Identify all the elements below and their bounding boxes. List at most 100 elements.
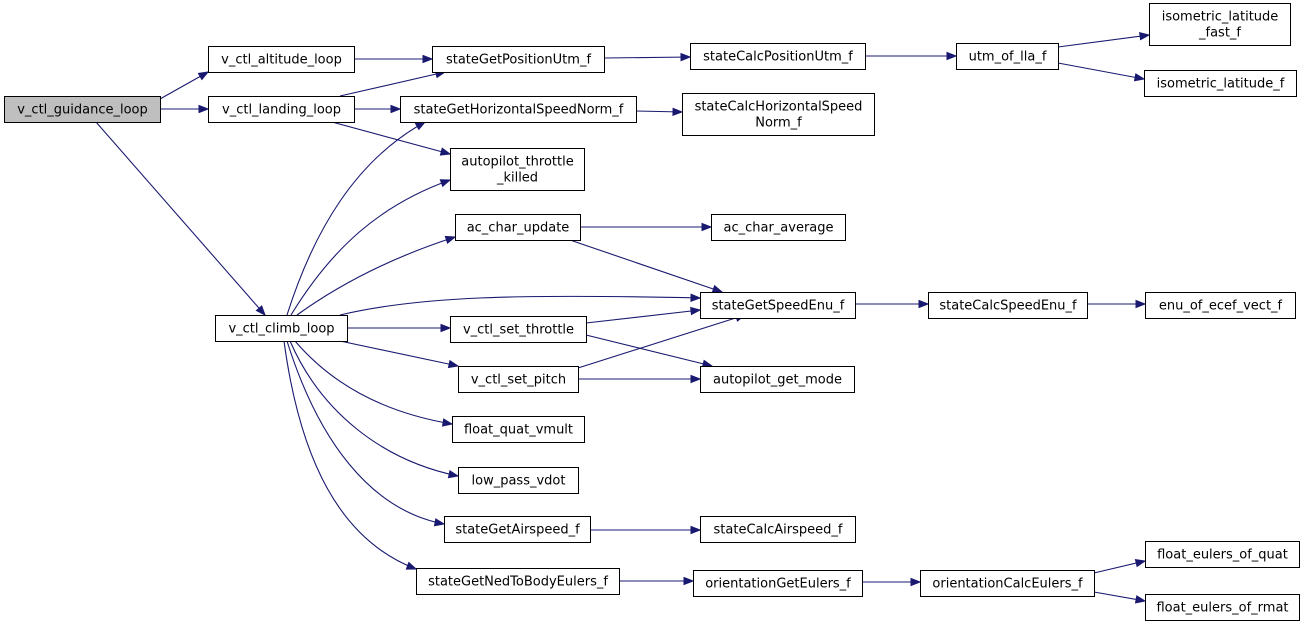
node-box[interactable] bbox=[1145, 292, 1296, 319]
node-autopilot_get_mode[interactable]: autopilot_get_mode bbox=[700, 366, 855, 393]
arrow-head bbox=[414, 121, 427, 131]
node-stateGetAirspeed_f[interactable]: stateGetAirspeed_f bbox=[444, 516, 591, 543]
node-stateGetNedToBodyEulers_f[interactable]: stateGetNedToBodyEulers_f bbox=[416, 568, 620, 595]
node-label: utm_of_lla_f bbox=[969, 50, 1047, 65]
node-box[interactable] bbox=[690, 43, 866, 70]
arrow-head bbox=[683, 576, 695, 586]
node-box[interactable] bbox=[208, 96, 355, 123]
arrow-head bbox=[1139, 32, 1151, 41]
arrow-head bbox=[433, 518, 446, 527]
node-label: low_pass_vdot bbox=[472, 474, 566, 489]
node-box[interactable] bbox=[452, 416, 585, 443]
node-box[interactable] bbox=[444, 516, 591, 543]
edge-v_ctl_climb_loop-to-stateGetAirspeed_f bbox=[286, 340, 446, 527]
node-v_ctl_set_throttle[interactable]: v_ctl_set_throttle bbox=[450, 316, 587, 343]
node-float_quat_vmult[interactable]: float_quat_vmult bbox=[452, 416, 585, 443]
node-label: Norm_f bbox=[755, 116, 802, 131]
edge-v_ctl_climb_loop-to-v_ctl_set_throttle bbox=[347, 323, 452, 333]
node-label: v_ctl_climb_loop bbox=[228, 322, 334, 337]
node-box[interactable] bbox=[1149, 3, 1291, 46]
node-label: stateGetAirspeed_f bbox=[455, 523, 580, 538]
node-box[interactable] bbox=[956, 43, 1059, 70]
node-enu_of_ecef_vect_f[interactable]: enu_of_ecef_vect_f bbox=[1145, 292, 1296, 319]
arrow-head bbox=[197, 71, 210, 81]
edge-stateCalcPositionUtm_f-to-utm_of_lla_f bbox=[865, 51, 958, 61]
node-stateCalcSpeedEnu_f[interactable]: stateCalcSpeedEnu_f bbox=[928, 292, 1088, 319]
node-v_ctl_landing_loop[interactable]: v_ctl_landing_loop bbox=[208, 96, 355, 123]
node-low_pass_vdot[interactable]: low_pass_vdot bbox=[458, 467, 579, 494]
edge-stateGetNedToBodyEulers_f-to-orientationGetEulers_f bbox=[619, 576, 695, 586]
node-box[interactable] bbox=[458, 467, 579, 494]
node-stateCalcAirspeed_f[interactable]: stateCalcAirspeed_f bbox=[700, 516, 856, 543]
node-float_eulers_of_quat[interactable]: float_eulers_of_quat bbox=[1145, 541, 1300, 568]
node-box[interactable] bbox=[1145, 594, 1300, 621]
node-box[interactable] bbox=[700, 366, 855, 393]
arrow-head bbox=[255, 305, 266, 317]
arrow-head bbox=[946, 51, 958, 61]
node-box[interactable] bbox=[920, 570, 1095, 597]
edge-v_ctl_set_throttle-to-autopilot_get_mode bbox=[585, 334, 714, 368]
edge-line bbox=[331, 121, 451, 155]
arrow-head bbox=[1135, 299, 1147, 309]
node-box[interactable] bbox=[682, 93, 875, 136]
node-v_ctl_guidance_loop[interactable]: v_ctl_guidance_loop bbox=[4, 96, 161, 123]
arrow-head bbox=[198, 104, 210, 114]
edge-line bbox=[577, 314, 746, 369]
node-orientationCalcEulers_f[interactable]: orientationCalcEulers_f bbox=[920, 570, 1095, 597]
node-box[interactable] bbox=[455, 214, 581, 241]
arrow-head bbox=[440, 323, 452, 333]
node-box[interactable] bbox=[711, 214, 846, 241]
edge-stateGetSpeedEnu_f-to-stateCalcSpeedEnu_f bbox=[855, 299, 930, 309]
node-box[interactable] bbox=[416, 568, 620, 595]
edge-utm_of_lla_f-to-isometric_latitude_fast_f bbox=[1057, 32, 1151, 48]
node-utm_of_lla_f[interactable]: utm_of_lla_f bbox=[956, 43, 1059, 70]
node-orientationGetEulers_f[interactable]: orientationGetEulers_f bbox=[693, 570, 863, 597]
arrow-head bbox=[441, 418, 454, 427]
node-box[interactable] bbox=[4, 96, 161, 123]
node-box[interactable] bbox=[1145, 541, 1300, 568]
arrow-head bbox=[1134, 559, 1147, 568]
edge-utm_of_lla_f-to-isometric_latitude_f bbox=[1057, 62, 1146, 82]
node-box[interactable] bbox=[450, 316, 587, 343]
node-box[interactable] bbox=[400, 96, 637, 123]
node-box[interactable] bbox=[700, 516, 856, 543]
node-v_ctl_set_pitch[interactable]: v_ctl_set_pitch bbox=[458, 366, 579, 393]
node-float_eulers_of_rmat[interactable]: float_eulers_of_rmat bbox=[1145, 594, 1300, 621]
node-isometric_latitude_fast_f[interactable]: isometric_latitude_fast_f bbox=[1149, 3, 1291, 46]
node-ac_char_update[interactable]: ac_char_update bbox=[455, 214, 581, 241]
edge-v_ctl_landing_loop-to-autopilot_throttle_killed bbox=[331, 121, 452, 156]
node-stateGetHorizontalSpeedNorm_f[interactable]: stateGetHorizontalSpeedNorm_f bbox=[400, 96, 637, 123]
node-box[interactable] bbox=[693, 570, 863, 597]
edge-v_ctl_set_pitch-to-stateGetSpeedEnu_f bbox=[577, 313, 747, 369]
node-label: stateCalcHorizontalSpeed bbox=[695, 100, 863, 115]
arrow-head bbox=[439, 147, 452, 156]
node-isometric_latitude_f[interactable]: isometric_latitude_f bbox=[1144, 70, 1297, 97]
node-stateGetPositionUtm_f[interactable]: stateGetPositionUtm_f bbox=[432, 46, 605, 73]
node-v_ctl_altitude_loop[interactable]: v_ctl_altitude_loop bbox=[208, 46, 355, 73]
node-label: v_ctl_altitude_loop bbox=[221, 53, 342, 68]
node-box[interactable] bbox=[215, 315, 348, 342]
node-stateCalcPositionUtm_f[interactable]: stateCalcPositionUtm_f bbox=[690, 43, 866, 70]
node-box[interactable] bbox=[208, 46, 355, 73]
node-ac_char_average[interactable]: ac_char_average bbox=[711, 214, 846, 241]
node-box[interactable] bbox=[450, 148, 585, 191]
node-label: isometric_latitude_f bbox=[1157, 77, 1285, 92]
node-box[interactable] bbox=[928, 292, 1088, 319]
node-label: v_ctl_set_pitch bbox=[471, 373, 566, 388]
node-label: autopilot_throttle bbox=[461, 155, 573, 170]
node-stateGetSpeedEnu_f[interactable]: stateGetSpeedEnu_f bbox=[700, 292, 856, 319]
node-box[interactable] bbox=[432, 46, 605, 73]
node-label: isometric_latitude bbox=[1162, 10, 1279, 25]
edge-v_ctl_altitude_loop-to-stateGetPositionUtm_f bbox=[354, 54, 434, 64]
node-v_ctl_climb_loop[interactable]: v_ctl_climb_loop bbox=[215, 315, 348, 342]
node-box[interactable] bbox=[458, 366, 579, 393]
edge-line bbox=[603, 56, 691, 59]
node-autopilot_throttle_killed[interactable]: autopilot_throttle_killed bbox=[450, 148, 585, 191]
edge-orientationCalcEulers_f-to-float_eulers_of_rmat bbox=[1093, 591, 1147, 604]
node-box[interactable] bbox=[1144, 70, 1297, 97]
arrow-head bbox=[405, 561, 418, 570]
edge-line bbox=[339, 295, 701, 316]
node-box[interactable] bbox=[700, 292, 856, 319]
